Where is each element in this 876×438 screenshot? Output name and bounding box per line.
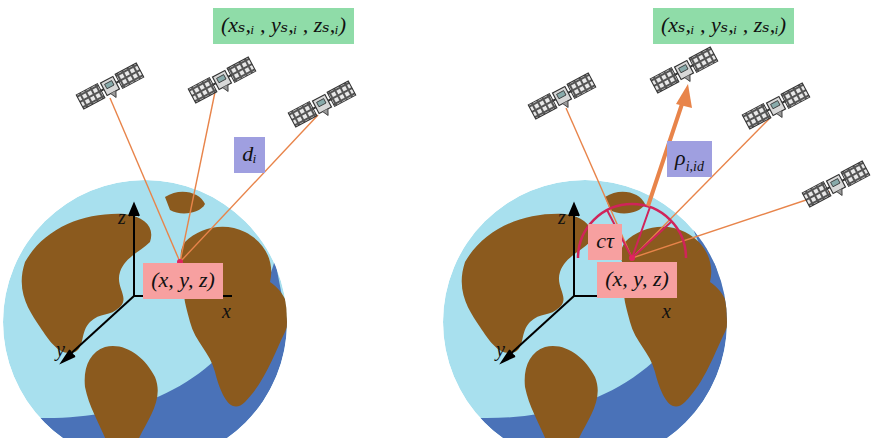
axis-label: z xyxy=(558,206,566,229)
axis-label: y xyxy=(56,338,65,361)
coordinate-box: (xₛ,ᵢ , yₛ,ᵢ , zₛ,ᵢ) xyxy=(213,8,354,44)
math-text: cτ xyxy=(596,228,614,254)
coordinate-box: (xₛ,ᵢ , yₛ,ᵢ , zₛ,ᵢ) xyxy=(653,8,794,44)
math-text: dᵢ xyxy=(242,141,256,167)
position-box: (x, y, z) xyxy=(597,262,677,298)
math-text: (x, y, z) xyxy=(605,266,669,292)
math-text: (x, y, z) xyxy=(151,267,215,293)
math-text: (xₛ,ᵢ , yₛ,ᵢ , zₛ,ᵢ) xyxy=(221,12,346,38)
axis-label: z xyxy=(118,206,126,229)
axis-label: x xyxy=(222,300,231,323)
pseudorange-box: ρi,id xyxy=(667,141,712,177)
math-text: ρ xyxy=(675,145,686,171)
axis-label: x xyxy=(662,300,671,323)
axis-label: y xyxy=(496,338,505,361)
math-text: (xₛ,ᵢ , yₛ,ᵢ , zₛ,ᵢ) xyxy=(661,12,786,38)
position-box: (x, y, z) xyxy=(143,263,223,299)
clock-bias-box: cτ xyxy=(588,224,622,260)
distance-box: dᵢ xyxy=(234,137,265,173)
subscript-text: i,id xyxy=(686,159,704,175)
